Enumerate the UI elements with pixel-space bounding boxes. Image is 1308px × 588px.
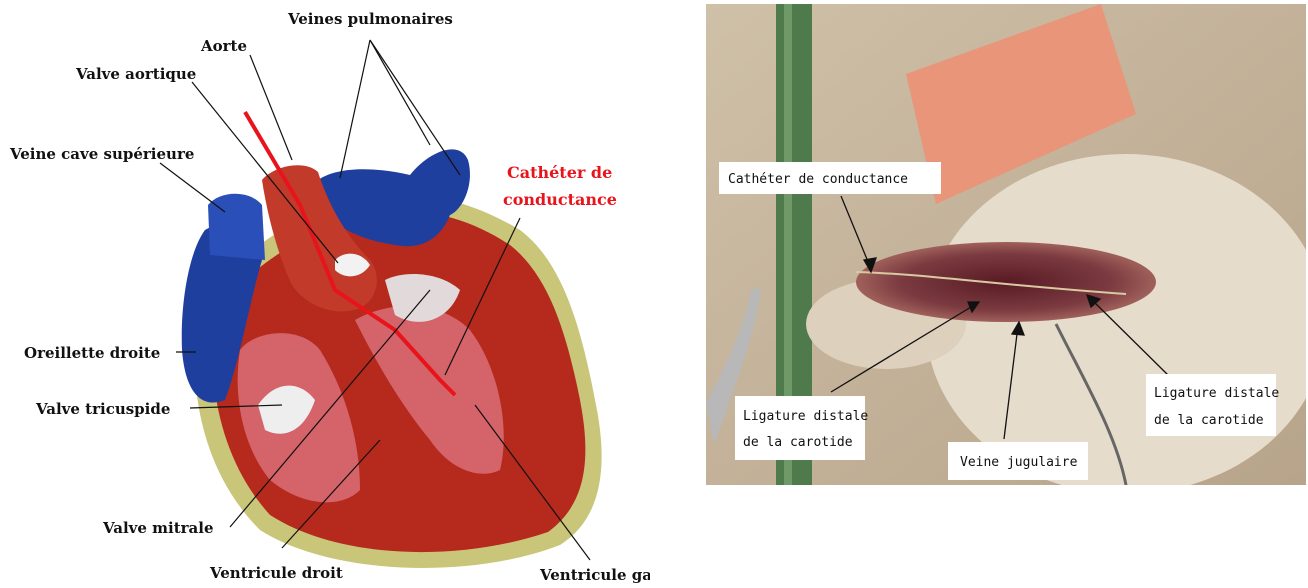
- photo-label-ligature-right-1: Ligature distale: [1154, 386, 1279, 401]
- label-valve-mitrale: Valve mitrale: [102, 519, 214, 537]
- photo-label-veine-jugulaire: Veine jugulaire: [960, 455, 1078, 470]
- superior-vena-cava: [208, 194, 265, 260]
- label-veines-pulmonaires: Veines pulmonaires: [287, 10, 453, 28]
- exposed-tissue: [856, 242, 1156, 322]
- label-oreillette: Oreillette droite: [24, 344, 160, 362]
- heart-illustration: Veines pulmonaires Aorte Valve aortique …: [0, 0, 650, 584]
- photo-label-ligature-left-1: Ligature distale: [743, 409, 868, 424]
- photo-label-ligature-left-2: de la carotide: [743, 435, 853, 450]
- label-ventricule-droit: Ventricule droit: [209, 564, 343, 582]
- photo-label-catheter: Cathéter de conductance: [728, 172, 908, 187]
- label-aorte: Aorte: [200, 37, 247, 55]
- label-catheter-line1: Cathéter de: [507, 163, 612, 182]
- label-catheter-line2: conductance: [503, 190, 617, 209]
- heart-diagram: Veines pulmonaires Aorte Valve aortique …: [0, 0, 650, 584]
- label-valve-aortique: Valve aortique: [75, 65, 196, 83]
- label-veine-cave: Veine cave supérieure: [9, 145, 194, 163]
- photo-illustration: Cathéter de conductance Ligature distale…: [706, 4, 1306, 485]
- label-valve-tricuspide: Valve tricuspide: [35, 400, 170, 418]
- box-ligature-left: [735, 396, 865, 460]
- surgical-photo: Cathéter de conductance Ligature distale…: [706, 4, 1306, 485]
- photo-label-ligature-right-2: de la carotide: [1154, 413, 1264, 428]
- label-ventricule-gauche: Ventricule gauche: [539, 566, 650, 584]
